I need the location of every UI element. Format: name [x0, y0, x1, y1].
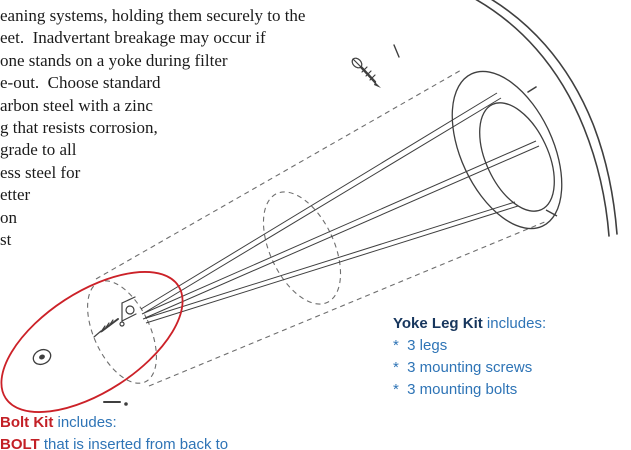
- paragraph-line: arbon steel with a zinc: [0, 95, 153, 115]
- paragraph-line: eaning systems, holding them securely to…: [0, 6, 306, 25]
- bolt-kit-detail-rest: that is inserted from back to: [39, 436, 229, 450]
- yoke-legs: [140, 92, 540, 324]
- sheet-edge-curve: [475, 0, 618, 237]
- yoke-leg-kit-title-line: Yoke Leg Kit includes:: [393, 313, 546, 335]
- yoke-leg-kit-includes-label: includes:: [482, 315, 547, 332]
- bolt-hub-detail: [93, 296, 137, 406]
- paragraph-line: g that resists corrosion,: [0, 118, 158, 138]
- bolt-kit-title-line: Bolt Kit includes:: [0, 412, 228, 434]
- yoke-leg-kit-title: Yoke Leg Kit: [393, 315, 483, 332]
- body-text: eaning systems, holding them securely to…: [0, 5, 305, 251]
- bolt-kit-includes-label: includes:: [53, 414, 117, 431]
- paragraph-line: ess steel for: [0, 162, 81, 182]
- paragraph-line: on: [0, 207, 17, 227]
- red-highlight-ellipse: [0, 271, 184, 413]
- paragraph-line: one stands on a yoke during filter: [0, 50, 228, 70]
- yoke-leg-kit-note: Yoke Leg Kit includes: * 3 legs * 3 moun…: [393, 313, 546, 401]
- paragraph-line: etter: [0, 185, 31, 205]
- washer-icon: [32, 348, 52, 366]
- bolt-kit-detail-line: BOLT that is inserted from back to: [0, 434, 228, 450]
- paragraph-line: grade to all: [0, 140, 77, 160]
- paragraph-line: st: [0, 230, 12, 250]
- yoke-leg-kit-item: * 3 mounting screws: [393, 359, 533, 376]
- cylinder-right-end: [451, 70, 563, 230]
- bolt-kit-note: Bolt Kit includes: BOLT that is inserted…: [0, 412, 228, 450]
- paragraph-line: eet. Inadvertant breakage may occur if: [0, 28, 266, 48]
- screw-icon: [351, 44, 400, 88]
- yoke-leg-kit-item: * 3 mounting bolts: [393, 381, 518, 398]
- bolt-kit-title: Bolt Kit: [0, 414, 54, 431]
- yoke-leg-kit-item: * 3 legs: [393, 337, 448, 354]
- paragraph-line: e-out. Choose standard: [0, 73, 161, 93]
- bolt-kit-detail-bold: BOLT: [0, 436, 40, 450]
